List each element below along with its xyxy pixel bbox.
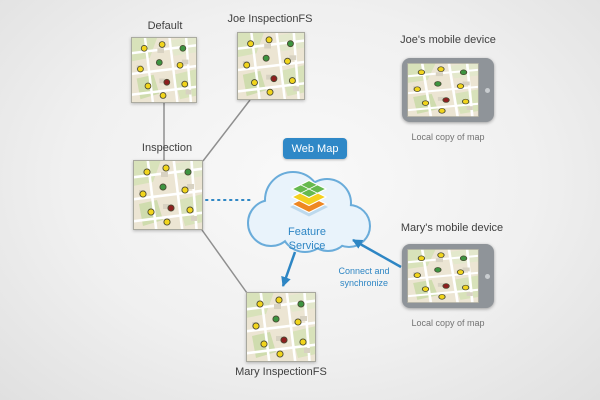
- map-joe-inspectionfs: [237, 32, 305, 100]
- map-default: [131, 37, 197, 103]
- label-mary-device: Mary's mobile device: [400, 222, 504, 234]
- mary-local-copy-caption: Local copy of map: [411, 318, 485, 328]
- layers-icon: [290, 179, 328, 217]
- camera-icon: [485, 273, 490, 279]
- connector-lines: [163, 99, 251, 294]
- label-mary-inspectionfs: Mary InspectionFS: [235, 366, 327, 378]
- connector-joefs-inspection: [202, 99, 251, 162]
- arrow-device-to-cloud: [352, 238, 402, 269]
- label-inspection: Inspection: [141, 142, 193, 154]
- mary-tablet-device: [402, 244, 494, 308]
- arrow-cloud-to-maryfs: [281, 251, 297, 287]
- connector-inspection-maryfs: [201, 229, 248, 294]
- sync-annotation: Connect and synchronize: [338, 266, 390, 288]
- map-inspection: [133, 160, 203, 230]
- camera-icon: [485, 87, 490, 93]
- mary-tablet-map: [407, 249, 479, 303]
- label-joe-device: Joe's mobile device: [400, 34, 496, 46]
- web-map-badge: Web Map: [283, 138, 347, 159]
- joe-tablet-map: [407, 63, 479, 117]
- label-default: Default: [147, 20, 183, 32]
- map-mary-inspectionfs: [246, 292, 316, 362]
- joe-local-copy-caption: Local copy of map: [411, 132, 485, 142]
- joe-tablet-device: [402, 58, 494, 122]
- label-joe-inspectionfs: Joe InspectionFS: [227, 13, 313, 25]
- feature-service-label: Feature Service: [288, 226, 326, 252]
